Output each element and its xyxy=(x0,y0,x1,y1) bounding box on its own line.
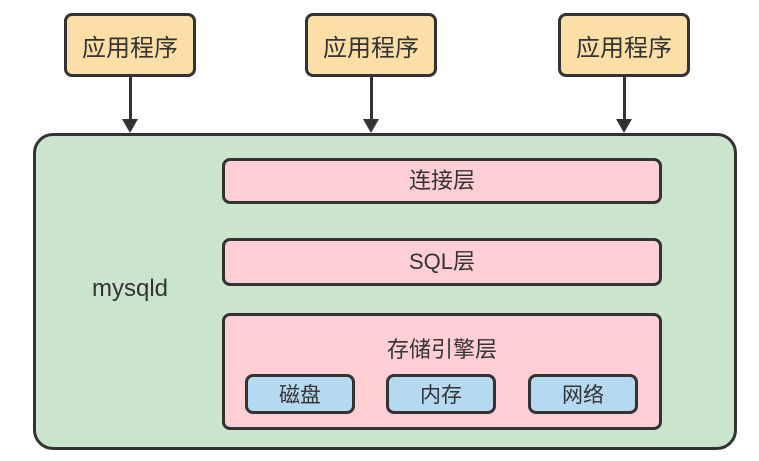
app-box-2: 应用程序 xyxy=(305,13,437,77)
arrow-head-down-icon xyxy=(616,119,632,133)
app-box-3: 应用程序 xyxy=(558,13,690,77)
arrow-line xyxy=(622,77,626,119)
layer-sql-label: SQL层 xyxy=(408,249,476,274)
layer-sql: SQL层 xyxy=(222,238,662,286)
app-box-1: 应用程序 xyxy=(64,13,196,77)
layer-connection: 连接层 xyxy=(222,158,662,204)
arrow-head-down-icon xyxy=(122,119,138,133)
arrow-down-connector-1 xyxy=(122,77,138,133)
app-box-2-label: 应用程序 xyxy=(323,34,419,62)
app-box-1-label: 应用程序 xyxy=(82,34,178,62)
arrow-line xyxy=(128,77,132,119)
app-box-3-label: 应用程序 xyxy=(576,34,672,62)
resource-network-label: 网络 xyxy=(562,384,604,407)
resource-memory-label: 内存 xyxy=(420,384,462,407)
arrow-line xyxy=(369,77,373,119)
resource-memory: 内存 xyxy=(386,374,496,414)
resource-disk: 磁盘 xyxy=(245,374,355,414)
resource-network: 网络 xyxy=(528,374,638,414)
layer-storage-engine-label: 存储引擎层 xyxy=(386,337,497,362)
mysqld-label: mysqld xyxy=(91,275,169,302)
arrow-down-connector-3 xyxy=(616,77,632,133)
arrow-down-connector-2 xyxy=(363,77,379,133)
resource-disk-label: 磁盘 xyxy=(279,384,321,407)
arrow-head-down-icon xyxy=(363,119,379,133)
layer-connection-label: 连接层 xyxy=(408,168,475,193)
